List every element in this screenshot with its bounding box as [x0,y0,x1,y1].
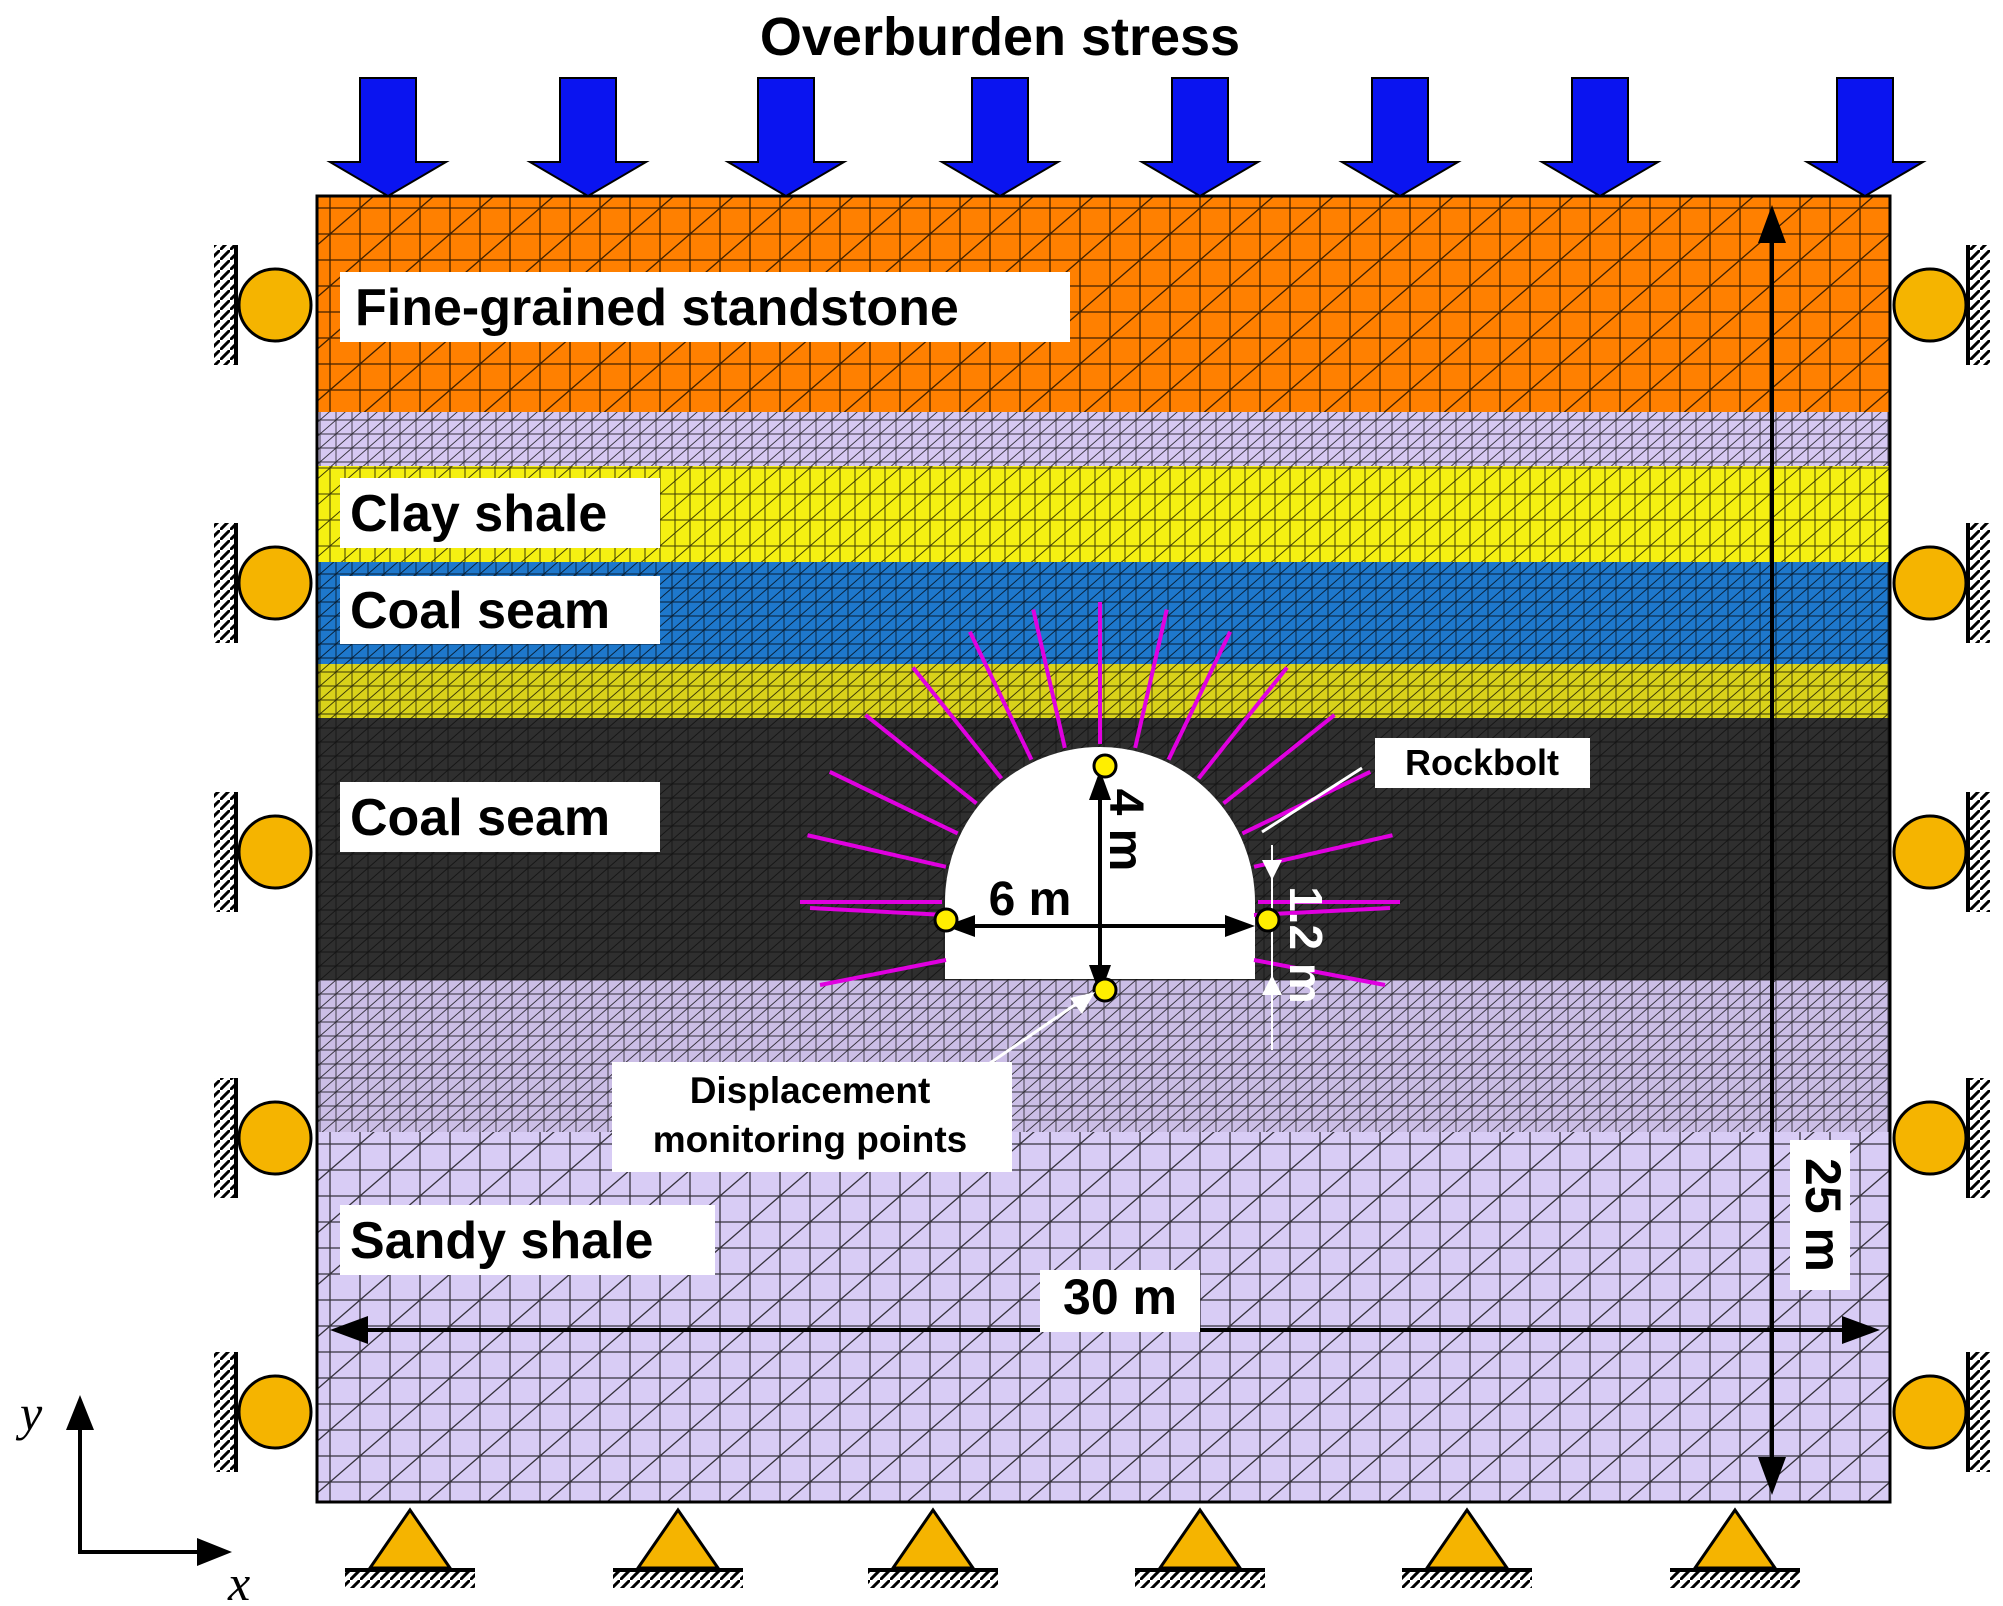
rockbolt [1133,609,1169,749]
layer-0 [317,196,1890,412]
roller-support-right [1892,523,1990,643]
load-arrow [938,77,1062,198]
rockbolt [807,833,947,869]
monitoring-points [933,753,1281,1003]
roller-support-left [214,523,313,643]
rockbolt [1222,713,1336,806]
load-arrow [1803,77,1927,198]
label-coal-seam-lower: Coal seam [350,789,610,847]
monitor-point-floor [1092,977,1118,1003]
dimension-width-label: 30 m [1063,1269,1177,1325]
coordinate-axes: y x [15,1385,250,1606]
rockbolt [819,958,947,987]
rockbolt [968,630,1034,761]
rockbolt [911,666,1004,780]
pin-support [1402,1507,1532,1588]
dimension-width: 30 m [330,1269,1880,1344]
tunnel-width-label: 6 m [989,873,1072,926]
label-coal-seam-upper: Coal seam [350,582,610,640]
pin-support [613,1507,743,1588]
layer-labels: Fine-grained standstone Clay shale Coal … [340,272,1070,1275]
load-arrow [326,77,450,198]
monitor-point-left [933,907,959,933]
pin-support [345,1507,475,1588]
roller-support-left [214,1352,313,1472]
label-clay-shale: Clay shale [350,485,607,543]
dimension-height: 25 m [1758,205,1851,1495]
monitor-point-crown [1092,753,1118,779]
monitoring-label-line1: Displacement [690,1070,931,1111]
dimension-height-label: 25 m [1795,1158,1851,1272]
y-axis-label: y [15,1385,43,1441]
load-arrow [1538,77,1662,198]
rockbolt-callout: Rockbolt [1261,738,1590,834]
load-arrow [1138,77,1262,198]
rockbolt [1031,609,1067,749]
load-arrow [1338,77,1462,198]
label-sandy-shale: Sandy shale [350,1212,653,1270]
layer-6 [317,980,1890,1132]
roller-support-left [214,245,313,365]
roller-support-right [1892,1352,1990,1472]
x-axis-label: x [227,1555,250,1606]
monitoring-callout: Displacement monitoring points [612,992,1095,1172]
layer-1 [317,412,1890,466]
pin-support [1670,1507,1800,1588]
rockbolt [1196,666,1289,780]
rockbolt-label: Rockbolt [1405,742,1559,783]
tunnel-height-label: 4 m [1099,789,1152,872]
layer-4 [317,664,1890,718]
model-boundary [315,194,1892,1504]
rockbolt [864,713,978,806]
label-fine-grained-sandstone: Fine-grained standstone [355,279,959,337]
bottom-pin-supports [345,1507,1800,1588]
rockbolt [809,906,947,917]
side-roller-supports [214,245,1990,1472]
rockbolt [1166,630,1232,761]
roller-support-right [1892,245,1990,365]
load-arrow [724,77,848,198]
roller-support-left [214,1078,313,1198]
wall-height-label: 1.2 m [1280,886,1332,1004]
tunnel-dimensions: 6 m 4 m 1.2 m [945,770,1332,1050]
monitor-point-right [1255,907,1281,933]
rockbolt [1253,958,1386,987]
roller-support-left [214,792,313,912]
roller-support-right [1892,792,1990,912]
overburden-arrows [326,77,1927,198]
load-arrow [526,77,650,198]
rockbolt [828,770,959,836]
pin-support [1135,1507,1265,1588]
roller-support-right [1892,1078,1990,1198]
pin-support [868,1507,998,1588]
title-overburden-stress: Overburden stress [760,7,1240,67]
monitoring-label-line2: monitoring points [653,1119,967,1160]
